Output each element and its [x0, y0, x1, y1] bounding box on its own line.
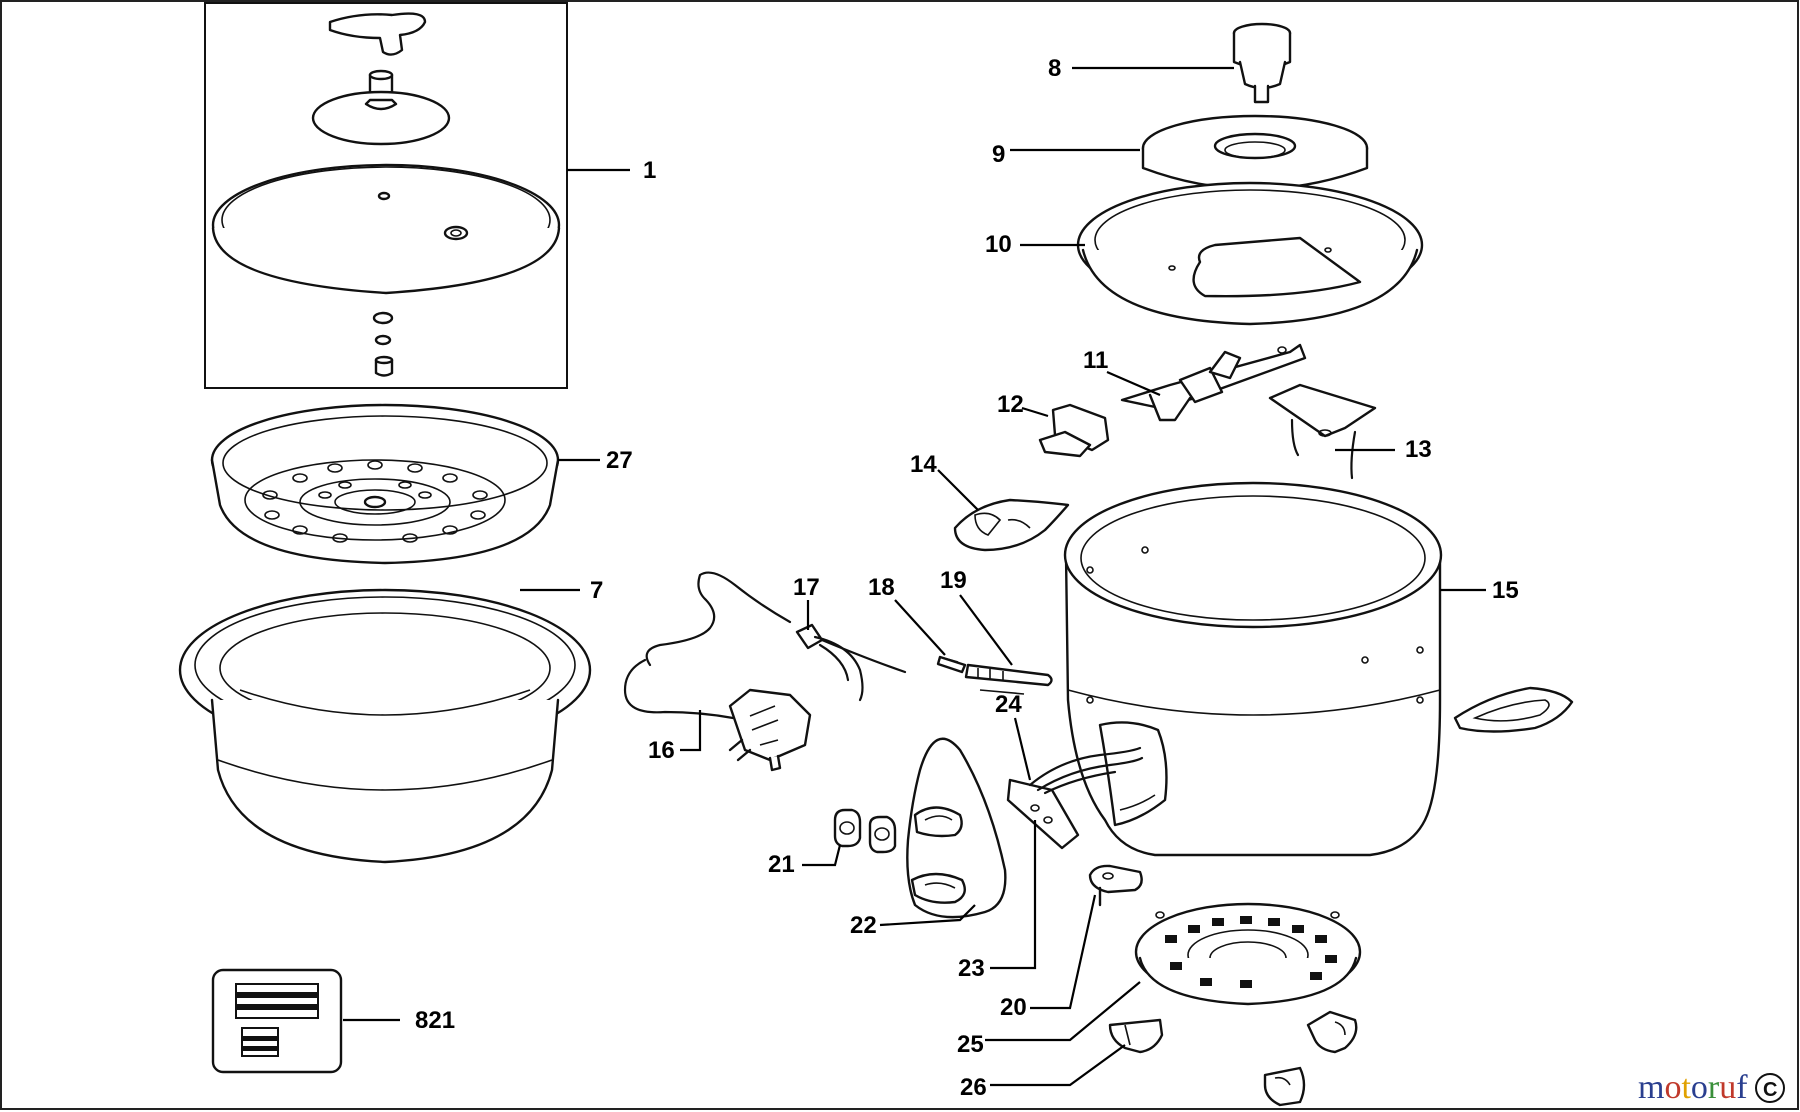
part-label-24: 24: [995, 691, 1022, 718]
part-label-22: 22: [850, 912, 877, 939]
part-13-thermostat: [1268, 383, 1377, 480]
watermark-letter: m: [1638, 1069, 1664, 1106]
leader-24: [1013, 717, 1032, 781]
part-label-13: 13: [1405, 436, 1432, 463]
watermark-letter: r: [1708, 1069, 1720, 1106]
part-22-control-panel: [906, 737, 1007, 919]
part-label-11: 11: [1083, 347, 1108, 374]
part-label-821: 821: [415, 1007, 455, 1034]
watermark-copyright-icon: [1755, 1073, 1785, 1103]
watermark-letter: t: [1681, 1069, 1691, 1106]
part-label-21: 21: [768, 851, 795, 878]
watermark-letter: o: [1664, 1069, 1681, 1106]
part-26-feet: [1108, 1010, 1358, 1107]
part-25-heating-plate: [1134, 902, 1362, 1006]
part-27-steamer-tray: [210, 403, 560, 565]
part-label-18: 18: [868, 574, 895, 601]
leader-12: [1021, 406, 1049, 418]
part-9-top-plate: [1141, 114, 1369, 214]
part-label-10: 10: [985, 231, 1012, 258]
leader-21: [802, 844, 842, 867]
leader-lines: [343, 66, 1486, 1087]
watermark-logo: motoruf C: [1638, 1069, 1785, 1106]
part-label-1: 1: [643, 157, 656, 184]
leader-19: [959, 594, 1013, 666]
leader-26: [990, 1044, 1126, 1087]
part-21-switch-caps: [833, 808, 897, 854]
part-label-15: 15: [1492, 577, 1519, 604]
leader-14: [937, 469, 979, 511]
leader-11: [1106, 370, 1161, 397]
svg-text:C: C: [1763, 1079, 1777, 1101]
leader-16: [680, 710, 702, 752]
part-10-inner-top-bowl: [1076, 181, 1424, 326]
leader-25: [985, 981, 1141, 1042]
leader-22: [879, 904, 976, 927]
part-label-12: 12: [997, 391, 1024, 418]
part-label-27: 27: [606, 447, 633, 474]
part-label-8: 8: [1048, 55, 1061, 82]
part-18-connector: [936, 655, 967, 674]
leader-20: [1030, 894, 1097, 1010]
part-20-bracket: [1088, 864, 1143, 907]
part-24-circuit-board: [1006, 746, 1144, 850]
part-label-16: 16: [648, 737, 675, 764]
part-label-26: 26: [960, 1074, 987, 1101]
part-8-button: [1232, 22, 1292, 104]
part-15-main-body: [1063, 481, 1574, 857]
part-label-23: 23: [958, 955, 985, 982]
watermark-letter: f: [1736, 1069, 1748, 1106]
part-19-sleeve: [964, 663, 1053, 695]
leader-18: [894, 599, 946, 656]
part-1-lid-assembly: [204, 2, 568, 389]
part-11-lever: [1120, 343, 1307, 422]
part-label-19: 19: [940, 567, 967, 594]
part-labels: 1 7 8 9 10 11 12 13 14 15 16 17 18 19 20…: [415, 55, 1519, 1101]
part-label-20: 20: [1000, 994, 1027, 1021]
part-7-inner-pot: [178, 588, 592, 864]
part-17-cord-end: [795, 623, 907, 702]
part-label-7: 7: [590, 577, 603, 604]
part-821-rating-label: [211, 968, 343, 1074]
part-14-handle: [953, 498, 1070, 552]
part-16-plug-cord: [623, 571, 812, 772]
watermark-letter: o: [1691, 1069, 1708, 1106]
watermark-text: motoruf: [1638, 1069, 1748, 1106]
part-label-25: 25: [957, 1031, 984, 1058]
part-label-14: 14: [910, 451, 937, 478]
part-label-9: 9: [992, 141, 1005, 168]
leader-23: [990, 820, 1037, 970]
part-label-17: 17: [793, 574, 820, 601]
part-12-switch: [1038, 403, 1110, 458]
watermark-letter: u: [1719, 1069, 1736, 1106]
